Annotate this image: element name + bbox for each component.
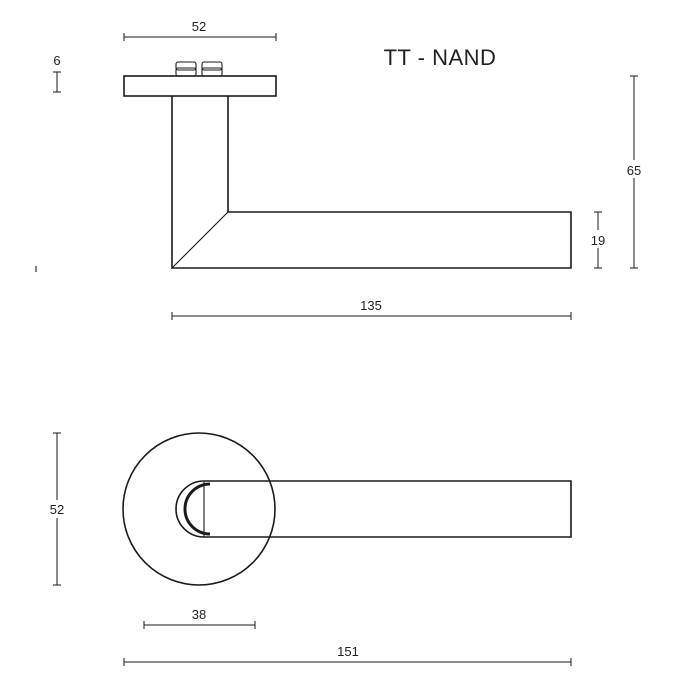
dim-rose-diameter-label: 52 — [50, 502, 64, 517]
dim-rose-thickness: 6 — [53, 53, 61, 93]
dim-neck-offset: 38 — [143, 607, 256, 629]
dim-rose-width-label: 52 — [192, 19, 206, 34]
rose-screws — [175, 61, 223, 77]
dim-overall-length: 151 — [123, 644, 572, 666]
rose-plate — [123, 75, 277, 97]
lever-miter-line — [171, 211, 229, 269]
lever-side-profile — [171, 96, 572, 269]
drawing-title: TT - NAND — [384, 45, 497, 70]
lever-neck-inner-arc — [183, 482, 211, 536]
dim-rose-diameter: 52 — [46, 432, 68, 586]
lever-top-profile — [204, 480, 572, 538]
dim-lever-thickness: 19 — [587, 211, 609, 269]
top-view: 52 38 151 — [46, 432, 572, 666]
dim-neck-offset-label: 38 — [192, 607, 206, 622]
lever-neck-arc — [175, 480, 205, 538]
dim-rose-width: 52 — [123, 19, 277, 41]
rose-circle — [122, 432, 276, 586]
dim-lever-length: 135 — [171, 298, 572, 320]
dim-lever-thickness-label: 19 — [591, 233, 605, 248]
dim-overall-height: 65 — [623, 75, 645, 269]
side-view: 52 6 65 19 135 — [35, 19, 645, 320]
dim-overall-height-label: 65 — [627, 163, 641, 178]
dim-overall-length-label: 151 — [337, 644, 359, 659]
dim-lever-length-label: 135 — [360, 298, 382, 313]
dim-rose-thickness-label: 6 — [53, 53, 60, 68]
